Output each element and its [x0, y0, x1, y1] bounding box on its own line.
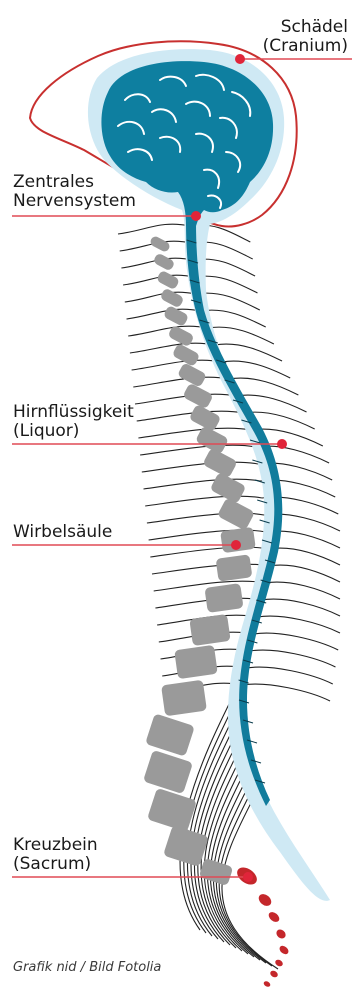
vertebra	[145, 713, 195, 756]
nerve-left	[137, 411, 244, 421]
leader-dot-kreuzbein	[243, 872, 253, 882]
vertebra	[172, 343, 201, 367]
nerve-right	[265, 582, 340, 599]
label-liquor-line2: (Liquor)	[13, 422, 134, 441]
nerve-right	[261, 599, 340, 616]
vertebra	[147, 788, 197, 832]
label-schaedel: Schädel (Cranium)	[232, 18, 348, 56]
vertebra	[189, 614, 230, 646]
nerve-right	[269, 565, 340, 582]
nerve-left	[140, 445, 256, 455]
label-wirbelsaeule-line1: Wirbelsäule	[13, 523, 112, 542]
vertebra	[216, 554, 253, 582]
label-zns-line1: Zentrales	[13, 173, 136, 192]
label-wirbelsaeule: Wirbelsäule	[13, 523, 112, 542]
nerve-left	[125, 292, 196, 302]
label-zns: Zentrales Nervensystem	[13, 173, 136, 211]
nerve-left	[142, 462, 258, 472]
nerve-right	[254, 633, 338, 650]
nerve-left	[118, 224, 190, 234]
nerve-left	[130, 343, 215, 353]
label-kreuzbein-line1: Kreuzbein	[13, 836, 98, 855]
nerve-right	[250, 650, 336, 667]
label-kreuzbein-line2: (Sacrum)	[13, 855, 98, 874]
vertebra	[161, 680, 207, 717]
nerve-left	[145, 496, 262, 506]
nerve-right	[257, 616, 340, 633]
vertebra	[159, 288, 184, 309]
label-schaedel-line2: (Cranium)	[232, 37, 348, 56]
vertebrae	[143, 235, 256, 886]
nerve-left	[127, 309, 201, 319]
nerve-left	[128, 326, 208, 336]
label-liquor-line1: Hirnflüssigkeit	[13, 403, 134, 422]
nerve-left	[132, 360, 222, 370]
vertebra	[199, 858, 234, 886]
vertebra	[143, 750, 193, 794]
label-schaedel-line1: Schädel	[232, 18, 348, 37]
vertebra	[163, 305, 189, 327]
leader-dot-liquor	[277, 439, 287, 449]
nerve-right	[243, 684, 331, 701]
leader-dot-wirbelsaeule	[231, 540, 241, 550]
nerve-right	[246, 667, 333, 684]
vertebra	[182, 383, 213, 410]
vertebra	[217, 497, 255, 531]
vertebra	[177, 362, 207, 387]
vertebra	[149, 235, 171, 253]
label-kreuzbein: Kreuzbein (Sacrum)	[13, 836, 98, 874]
nerve-left	[138, 428, 250, 438]
nerve-right	[268, 548, 340, 565]
nerve-right	[215, 344, 282, 361]
label-zns-line2: Nervensystem	[13, 192, 136, 211]
leader-dot-zns	[191, 211, 201, 221]
vertebra	[153, 252, 176, 271]
label-liquor: Hirnflüssigkeit (Liquor)	[13, 403, 134, 441]
image-credit: Grafik nid / Bild Fotolia	[13, 960, 161, 975]
vertebra	[174, 645, 218, 679]
sacrum	[234, 864, 290, 988]
nerve-right	[208, 327, 274, 344]
nerve-left	[133, 377, 229, 387]
vertebra	[156, 270, 180, 290]
vertebra	[204, 583, 243, 613]
